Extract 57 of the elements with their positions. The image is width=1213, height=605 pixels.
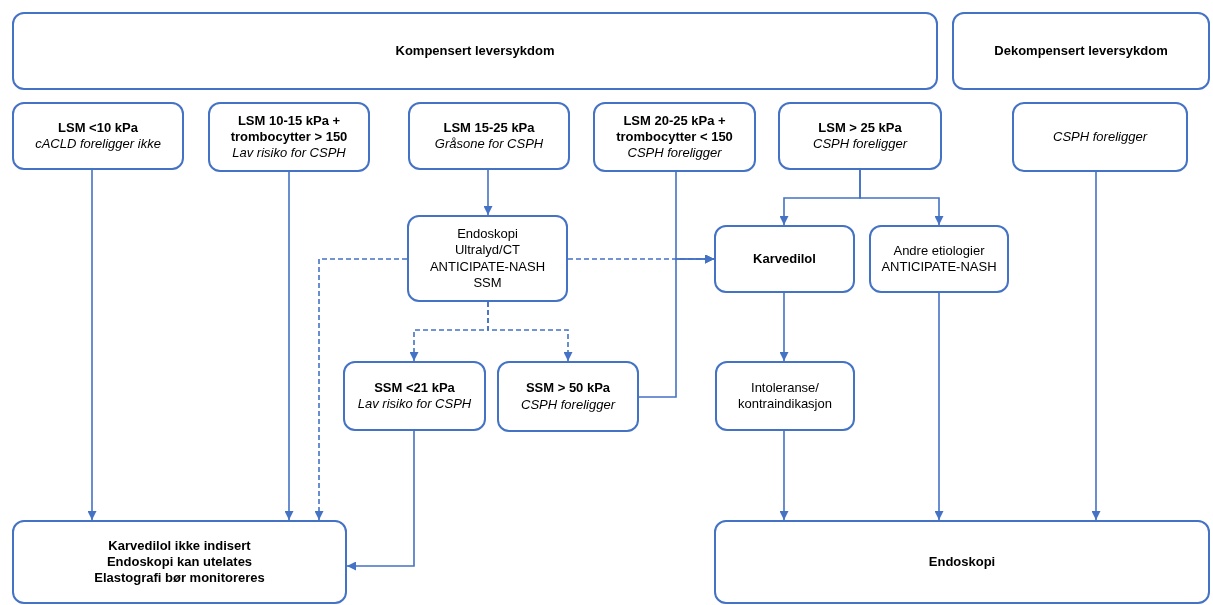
- process-box: [208, 102, 370, 172]
- arrow: [483, 169, 493, 216]
- process-box: [408, 102, 570, 170]
- box-text: CSPH foreligger: [1053, 128, 1147, 146]
- heading-text: LSM > 25 kPa: [818, 119, 902, 136]
- heading-text: Karvedilol: [753, 250, 816, 268]
- header-box: [952, 12, 1210, 90]
- arrow: [284, 171, 294, 521]
- arrow: [346, 430, 415, 571]
- process-box: [715, 361, 855, 431]
- process-box: [12, 520, 347, 604]
- dashed-arrow: [314, 258, 408, 521]
- heading-text: Kompensert leversykdom: [395, 42, 555, 60]
- heading-text: Endoskopi kan utelates: [106, 553, 253, 571]
- heading-text: LSM <10 kPa: [58, 119, 138, 136]
- heading-text: Endoskopi: [928, 553, 996, 571]
- box-text: Lav risiko for CSPH: [232, 145, 346, 162]
- box-text: SSM: [473, 274, 502, 291]
- header-box: [12, 12, 938, 90]
- box-text: Ultralyd/CT: [455, 242, 520, 259]
- box-text: CSPH foreligger: [813, 136, 907, 153]
- heading-text: Elastografi bør monitoreres: [94, 570, 265, 587]
- heading-text: LSM 15-25 kPa: [443, 119, 535, 136]
- process-box: [778, 102, 942, 170]
- process-box: [714, 225, 855, 293]
- arrow: [779, 292, 789, 362]
- heading-text: Dekompensert leversykdom: [994, 42, 1168, 60]
- heading-text: LSM 10-15 kPa + trombocytter > 150: [229, 112, 349, 146]
- process-box: [12, 102, 184, 170]
- process-box: [1012, 102, 1188, 172]
- arrow: [934, 292, 944, 521]
- box-text: Gråsone for CSPH: [434, 136, 544, 153]
- heading-text: SSM <21 kPa: [374, 379, 455, 396]
- arrow: [859, 169, 944, 226]
- process-box: [714, 520, 1210, 604]
- process-box: [593, 102, 756, 172]
- process-box: [407, 215, 568, 302]
- box-text: Andre etiologier: [893, 242, 985, 259]
- heading-text: SSM > 50 kPa: [525, 380, 611, 397]
- box-text: Lav risiko for CSPH: [357, 396, 472, 413]
- heading-text: LSM 20-25 kPa + trombocytter < 150: [615, 112, 734, 146]
- box-text: ANTICIPATE-NASH: [429, 258, 546, 275]
- box-text: Intoleranse/ kontraindikasjon: [737, 379, 833, 413]
- box-text: Endoskopi: [457, 226, 518, 243]
- arrow: [638, 254, 715, 398]
- box-text: cACLD foreligger ikke: [35, 136, 161, 153]
- process-box: [497, 361, 639, 432]
- arrow: [87, 169, 97, 521]
- process-box: [869, 225, 1009, 293]
- heading-text: Karvedilol ikke indisert: [108, 537, 251, 554]
- dashed-arrow: [487, 301, 573, 362]
- box-text: ANTICIPATE-NASH: [881, 259, 997, 276]
- box-text: CSPH foreligger: [521, 396, 615, 413]
- process-box: [343, 361, 486, 431]
- box-text: CSPH foreligger: [627, 145, 722, 162]
- arrow: [779, 430, 789, 521]
- arrow: [1091, 171, 1101, 521]
